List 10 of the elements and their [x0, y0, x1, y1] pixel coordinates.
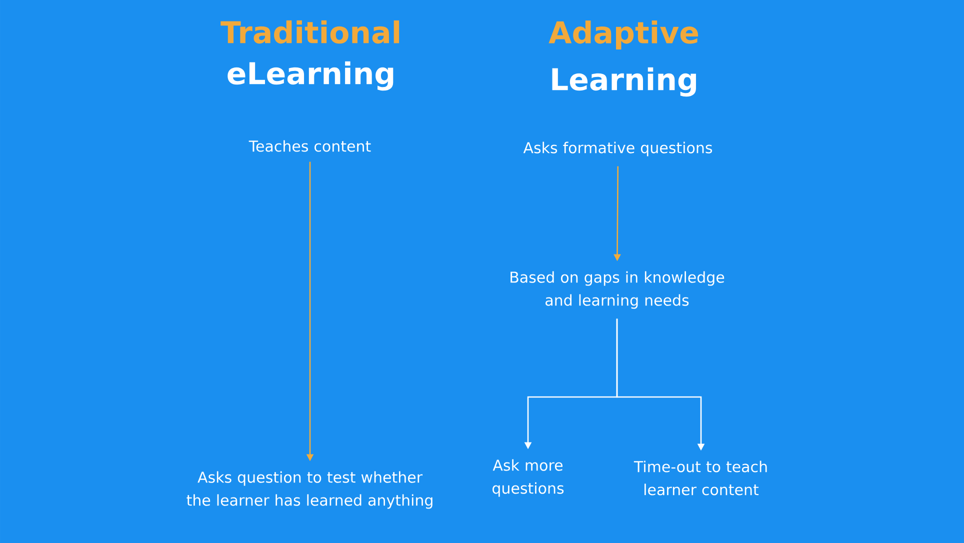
step-text: Ask more questions [492, 459, 564, 497]
heading: Learning [552, 67, 696, 97]
heading: Traditional [220, 20, 400, 44]
step-text: Based on gaps in knowledge and learning needs [510, 271, 724, 309]
heading: Adaptive [548, 20, 698, 50]
step-text: Asks formative questions [523, 142, 712, 156]
step-text: Time-out to teach learner content [634, 460, 767, 496]
step-text: Teaches content [248, 140, 371, 152]
heading: eLearning [228, 61, 394, 91]
step-text: Asks question to test whether the learner has learned anything [186, 471, 432, 509]
